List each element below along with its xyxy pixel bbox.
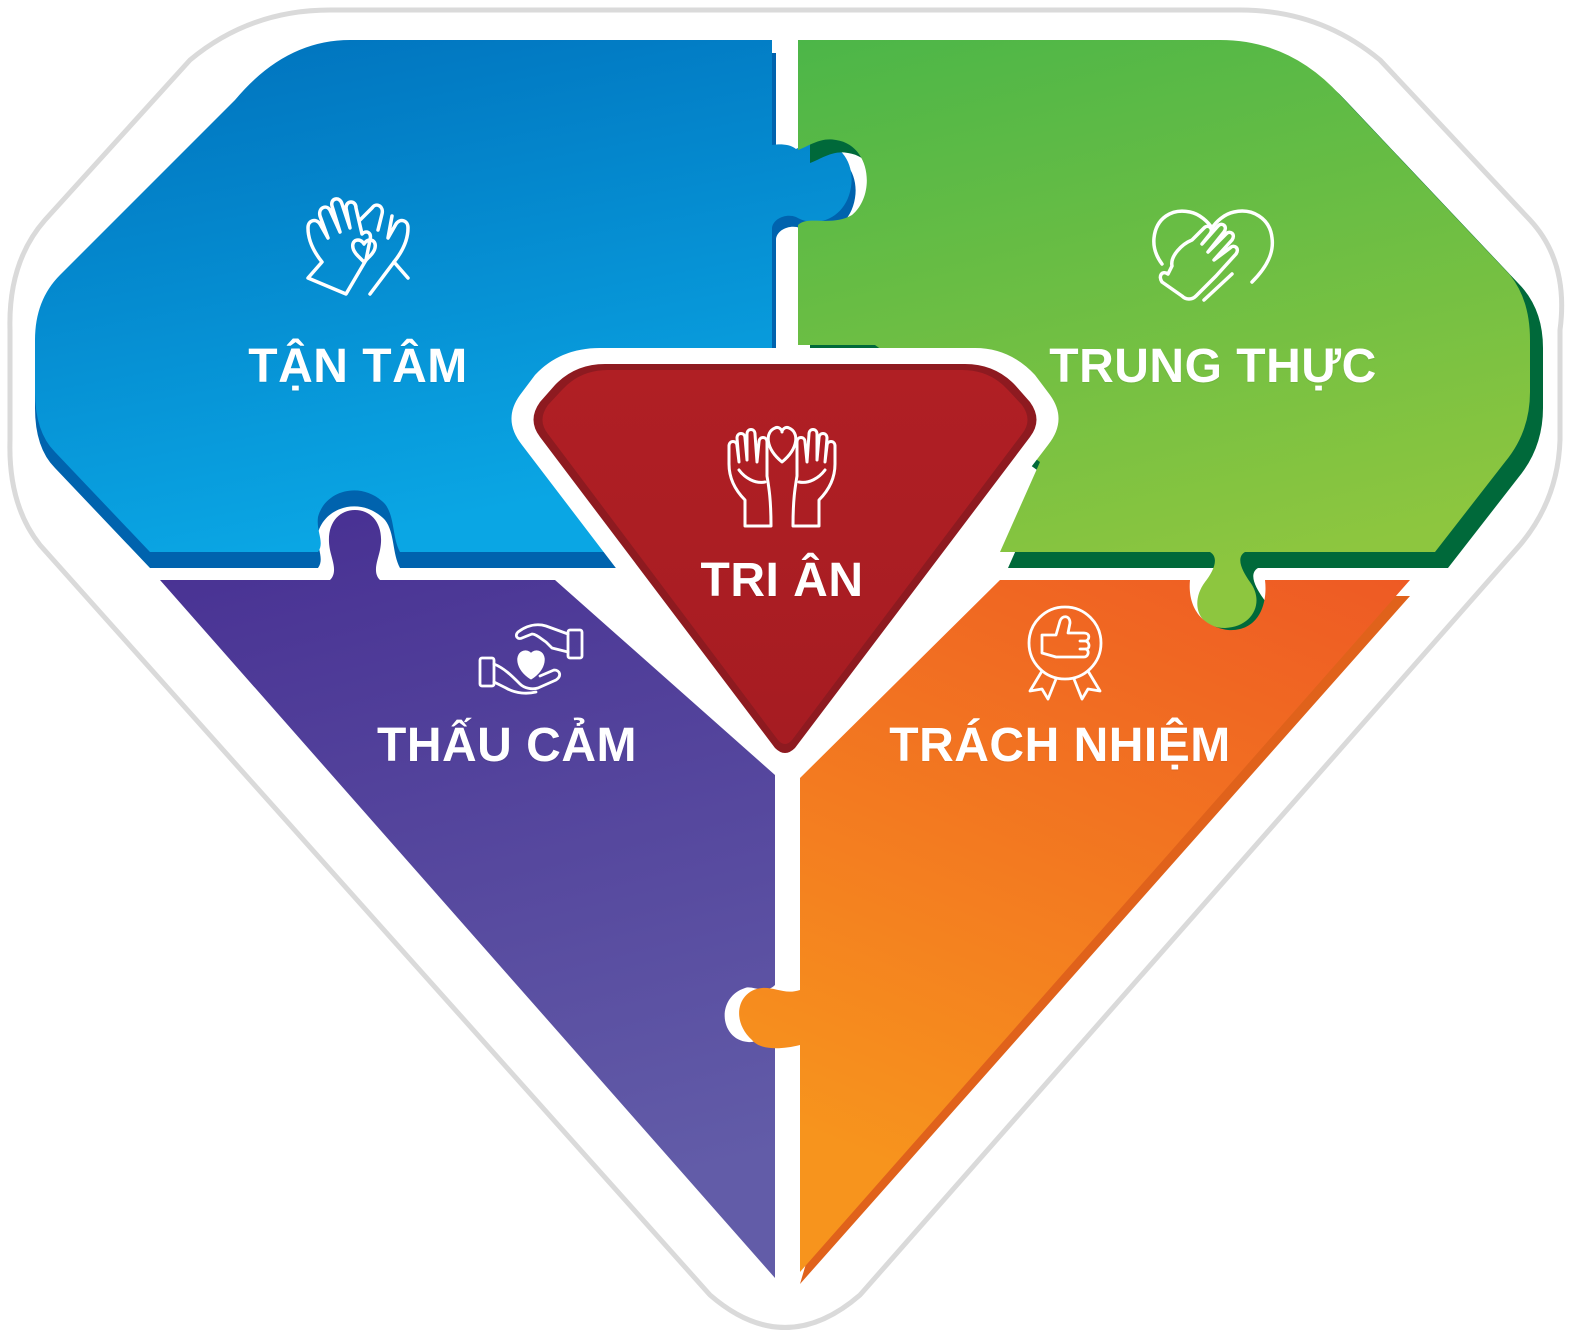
caring-hands-heart-icon xyxy=(476,620,588,696)
label-tan-tam: TẬN TÂM xyxy=(248,340,468,393)
thumbs-up-badge-icon xyxy=(1020,605,1110,701)
label-trach-nhiem: TRÁCH NHIỆM xyxy=(889,719,1231,772)
label-tri-an: TRI ÂN xyxy=(700,554,864,607)
piece-trung-thuc xyxy=(798,40,1543,644)
hand-on-heart-icon xyxy=(1152,204,1275,308)
piece-thau-cam xyxy=(160,510,775,1278)
hands-heart-icon xyxy=(300,190,416,300)
label-trung-thuc: TRUNG THỰC xyxy=(1049,340,1377,393)
open-hands-heart-icon xyxy=(725,418,839,528)
piece-trach-nhiem xyxy=(739,580,1410,1284)
label-thau-cam: THẤU CẢM xyxy=(377,719,637,772)
piece-tri-an xyxy=(533,364,1037,753)
